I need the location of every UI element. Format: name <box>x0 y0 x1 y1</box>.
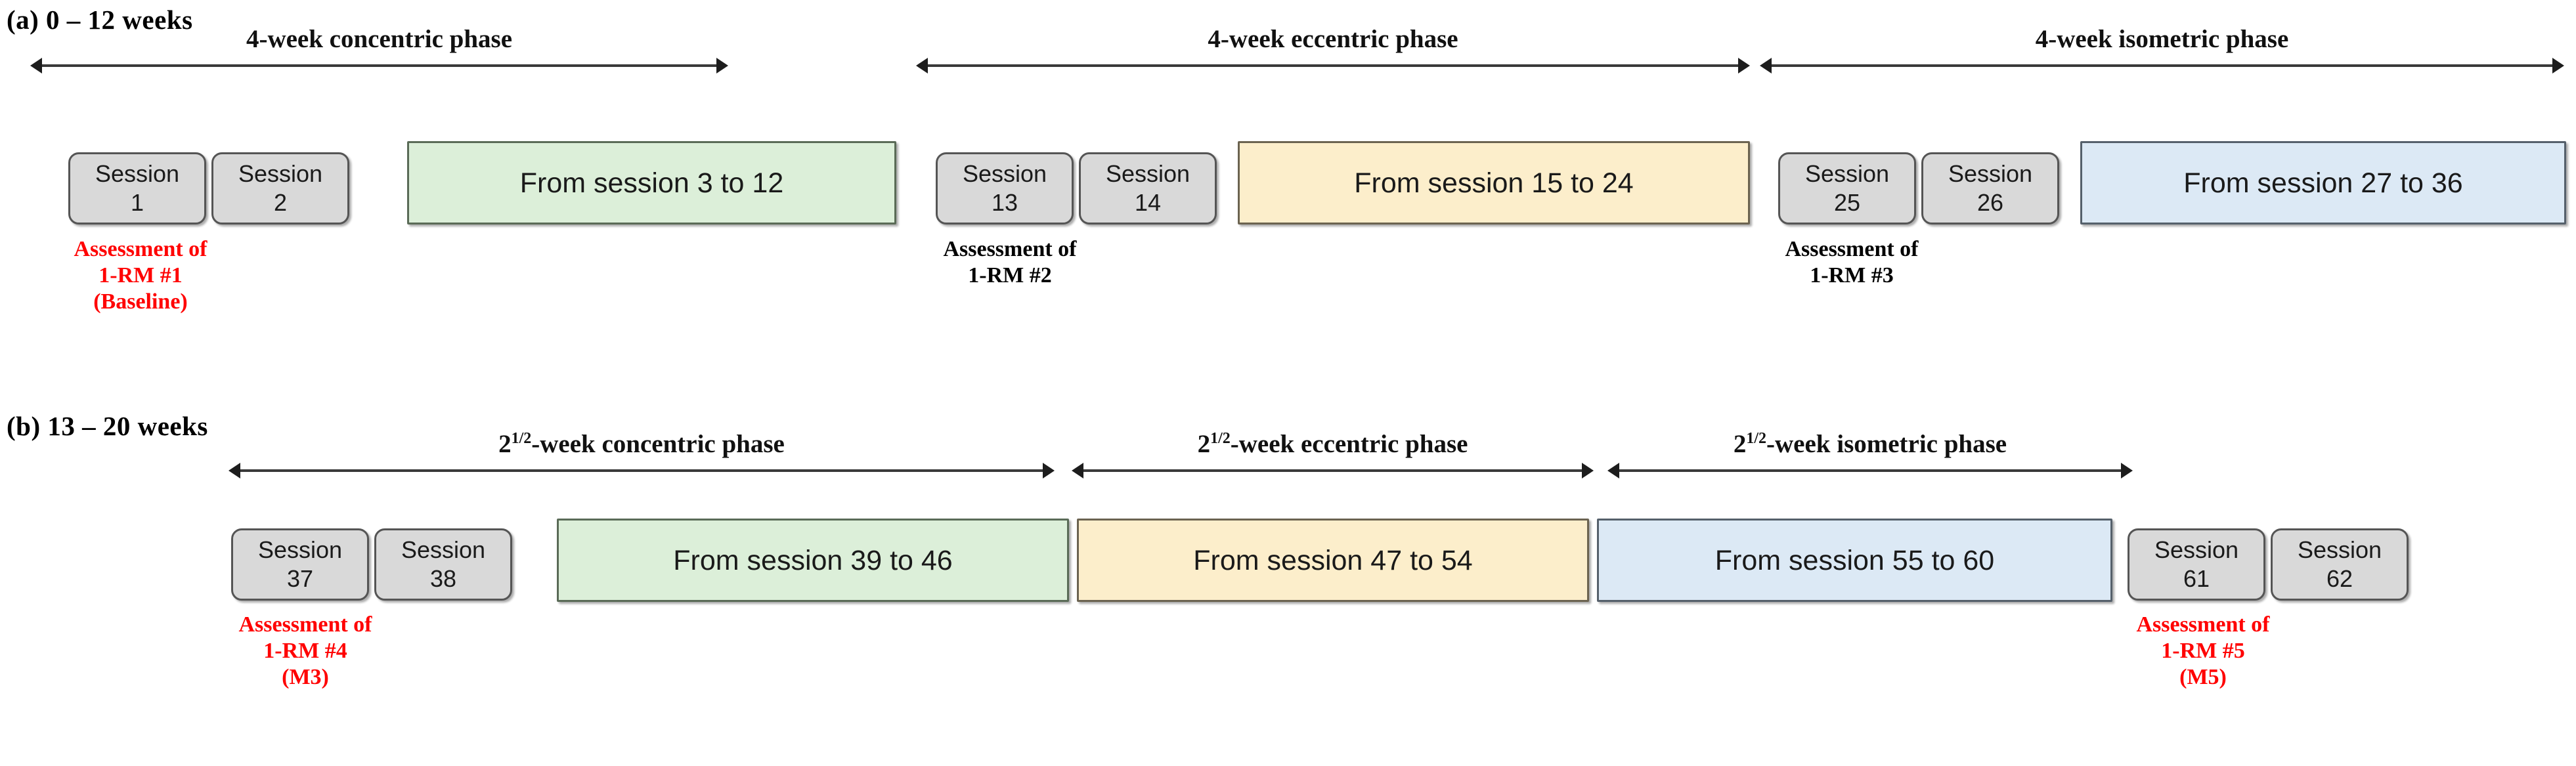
assessment-annotation-3: Assessment of 1-RM #3 <box>1785 237 1919 287</box>
assessment-annotation-2: Assessment of 1-RM #2 <box>943 237 1077 287</box>
phase-a-isometric-arrow <box>1760 56 2564 75</box>
session-box[interactable]: Session 61 <box>2128 528 2265 601</box>
session-box[interactable]: Session 62 <box>2271 528 2409 601</box>
session-number: 61 <box>2183 565 2210 592</box>
session-label: Session <box>962 160 1047 187</box>
phase-a-eccentric-arrow <box>916 56 1750 75</box>
arrow-line <box>39 64 719 67</box>
phase-a-concentric-arrow <box>30 56 728 75</box>
session-number: 25 <box>1833 189 1861 216</box>
session-box-text: Session 13 <box>963 160 1047 217</box>
session-box[interactable]: Session 14 <box>1079 152 1217 224</box>
session-box-text: Session 1 <box>95 160 179 217</box>
phase-a-concentric: 4-week concentric phase <box>30 25 728 76</box>
panel-a-caption: (a) 0 – 12 weeks <box>7 5 193 35</box>
session-number: 13 <box>991 189 1018 216</box>
session-box[interactable]: Session 1 <box>68 152 206 224</box>
arrow-head-left-icon <box>229 463 240 479</box>
session-box[interactable]: Session 25 <box>1778 152 1916 224</box>
session-box-text: Session 61 <box>2154 536 2238 593</box>
session-box-text: Session 62 <box>2298 536 2382 593</box>
phase-b-isometric-arrow <box>1607 461 2133 480</box>
phase-b-eccentric-arrow <box>1072 461 1594 480</box>
block-box-isometric[interactable]: From session 27 to 36 <box>2080 141 2566 224</box>
arrow-head-right-icon <box>2552 58 2564 74</box>
arrow-head-left-icon <box>1760 58 1772 74</box>
phase-a-eccentric-label: 4-week eccentric phase <box>1208 25 1458 53</box>
session-number: 2 <box>273 189 287 216</box>
session-box-text: Session 26 <box>1948 160 2032 217</box>
session-number: 62 <box>2326 565 2353 592</box>
phase-b-isometric-label: 21/2-week isometric phase <box>1733 430 2007 458</box>
arrow-head-right-icon <box>716 58 728 74</box>
block-box-eccentric[interactable]: From session 15 to 24 <box>1238 141 1750 224</box>
session-label: Session <box>2154 536 2239 563</box>
arrow-head-left-icon <box>1607 463 1619 479</box>
assessment-annotation-1: Assessment of 1-RM #1 (Baseline) <box>74 237 207 314</box>
arrow-line <box>1617 469 2124 472</box>
assessment-annotation-5: Assessment of 1-RM #5 (M5) <box>2136 612 2270 689</box>
session-label: Session <box>238 160 323 187</box>
arrow-head-right-icon <box>1043 463 1055 479</box>
session-box[interactable]: Session 38 <box>374 528 512 601</box>
session-box-text: Session 14 <box>1106 160 1190 217</box>
session-label: Session <box>401 536 486 563</box>
session-box[interactable]: Session 26 <box>1921 152 2059 224</box>
phase-a-isometric-label: 4-week isometric phase <box>2035 25 2289 53</box>
session-box[interactable]: Session 2 <box>211 152 349 224</box>
phase-b-eccentric: 21/2-week eccentric phase <box>1072 430 1594 481</box>
block-box-isometric[interactable]: From session 55 to 60 <box>1597 519 2112 602</box>
session-label: Session <box>257 536 343 563</box>
session-label: Session <box>1804 160 1890 187</box>
session-box-text: Session 25 <box>1805 160 1889 217</box>
phase-b-concentric-label: 21/2-week concentric phase <box>498 430 785 458</box>
block-box-eccentric[interactable]: From session 47 to 54 <box>1077 519 1589 602</box>
phase-a-concentric-label: 4-week concentric phase <box>246 25 513 53</box>
session-number: 37 <box>286 565 314 592</box>
session-box[interactable]: Session 37 <box>231 528 369 601</box>
arrow-head-right-icon <box>2121 463 2133 479</box>
session-number: 38 <box>429 565 457 592</box>
block-box-concentric[interactable]: From session 3 to 12 <box>407 141 896 224</box>
block-box-concentric[interactable]: From session 39 to 46 <box>557 519 1069 602</box>
arrow-line <box>238 469 1045 472</box>
session-label: Session <box>1948 160 2033 187</box>
session-number: 1 <box>130 189 144 216</box>
session-box-text: Session 38 <box>401 536 485 593</box>
phase-b-concentric: 21/2-week concentric phase <box>229 430 1055 481</box>
session-box[interactable]: Session 13 <box>936 152 1074 224</box>
session-number: 26 <box>1976 189 2004 216</box>
phase-a-isometric: 4-week isometric phase <box>1760 25 2564 76</box>
session-label: Session <box>95 160 180 187</box>
arrow-line <box>1769 64 2555 67</box>
phase-b-eccentric-label: 21/2-week eccentric phase <box>1197 430 1468 458</box>
session-box-text: Session 37 <box>258 536 342 593</box>
arrow-line <box>925 64 1741 67</box>
phase-b-isometric: 21/2-week isometric phase <box>1607 430 2133 481</box>
session-label: Session <box>1105 160 1190 187</box>
arrow-head-left-icon <box>30 58 42 74</box>
arrow-head-left-icon <box>916 58 928 74</box>
panel-b-caption: (b) 13 – 20 weeks <box>7 411 208 441</box>
phase-a-eccentric: 4-week eccentric phase <box>916 25 1750 76</box>
arrow-head-right-icon <box>1738 58 1750 74</box>
arrow-head-right-icon <box>1582 463 1594 479</box>
session-box-text: Session 2 <box>238 160 322 217</box>
session-label: Session <box>2297 536 2382 563</box>
arrow-line <box>1081 469 1584 472</box>
assessment-annotation-4: Assessment of 1-RM #4 (M3) <box>238 612 372 689</box>
phase-b-concentric-arrow <box>229 461 1055 480</box>
session-number: 14 <box>1134 189 1162 216</box>
arrow-head-left-icon <box>1072 463 1083 479</box>
